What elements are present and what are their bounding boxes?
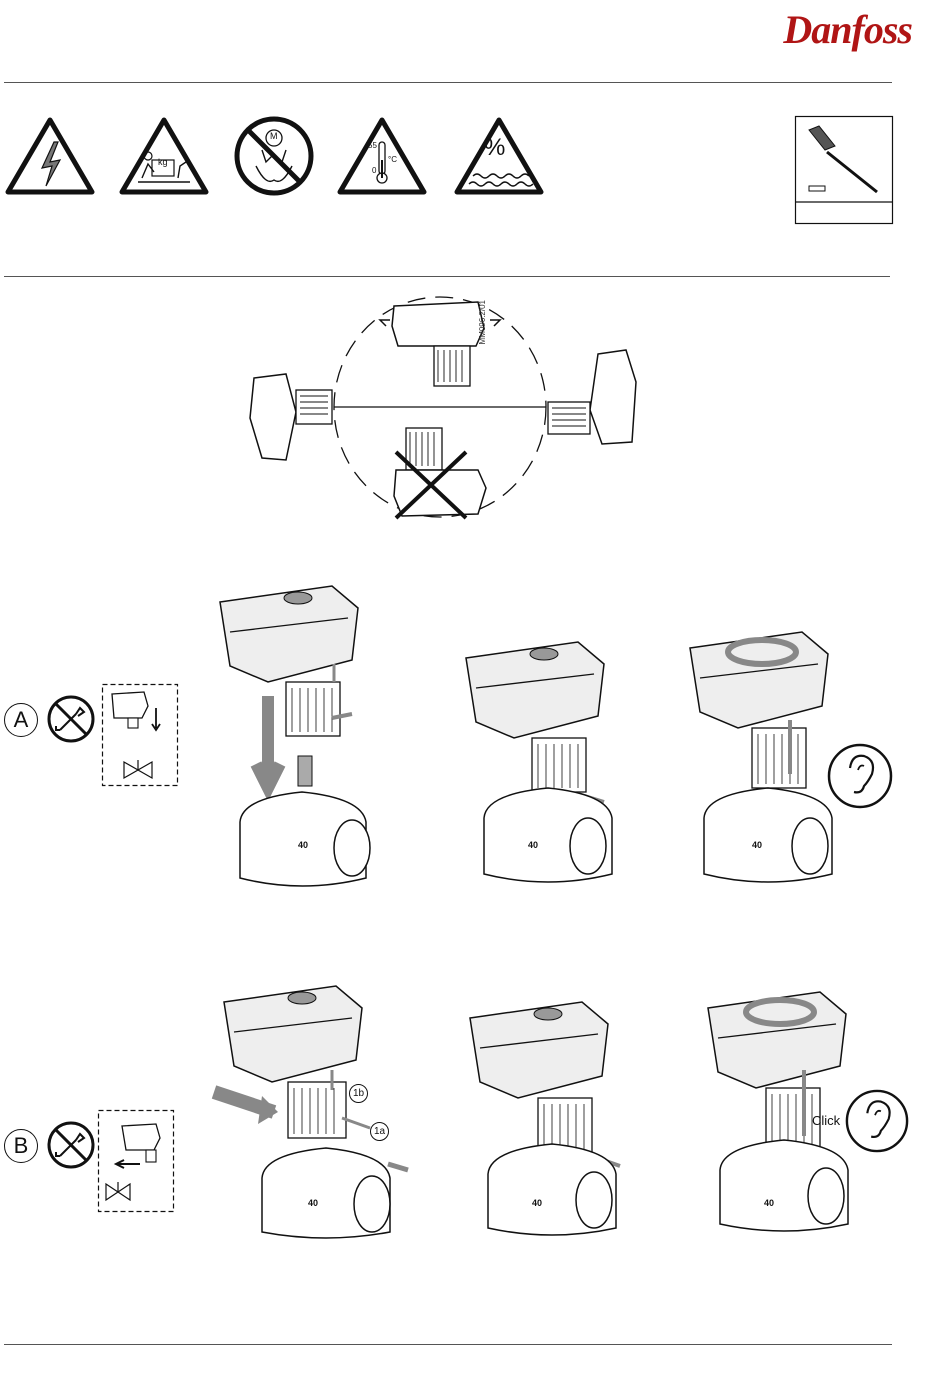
screwdriver-tool-icon [795,116,893,224]
temperature-unit-label: °C [388,155,397,164]
orientation-drawing-code: MM096.2/01 [478,300,487,344]
listen-ear-icon [844,1088,910,1154]
step-b2-position-actuator-drawing [462,994,632,1240]
humidity-symbol-label: % [484,134,505,162]
step-b1-label-1a: 1a [370,1122,389,1141]
step-b1-valve-size-label: 40 [308,1198,318,1208]
step-b2-valve-size-label: 40 [532,1198,542,1208]
mounting-orientation-diagram [226,292,666,532]
temperature-min-label: 0 [372,166,376,175]
do-not-handle-motor-icon [232,114,316,198]
section-b-marker: B [4,1129,38,1163]
no-wrench-icon [46,694,96,744]
header-divider [4,82,892,83]
footer-divider [4,1344,892,1345]
weight-unit-label: kg [158,157,168,167]
temperature-limit-warning-icon [336,116,428,196]
mounting-direction-box-b [98,1110,174,1212]
step-b1-label-1b: 1b [349,1084,368,1103]
step-a1-valve-size-label: 40 [298,840,308,850]
temperature-max-label: 55 [368,141,377,150]
danfoss-logo: Danfoss [783,6,912,53]
motor-symbol-label: M [270,131,278,141]
step-b3-valve-size-label: 40 [764,1198,774,1208]
electric-shock-warning-icon [4,116,96,196]
step-a3-valve-size-label: 40 [752,840,762,850]
section-a-marker: A [4,703,38,737]
step-a2-valve-size-label: 40 [528,840,538,850]
heavy-weight-warning-icon [118,116,210,196]
warnings-divider [4,276,890,277]
no-wrench-icon [46,1120,96,1170]
step-a2-position-actuator-drawing [458,634,618,894]
step-a3-rotate-lock-drawing [682,624,850,894]
click-label: Click [812,1113,840,1128]
mounting-direction-box-a [102,684,178,786]
listen-ear-icon [826,742,894,810]
step-a1-mount-actuator-drawing [212,578,372,894]
